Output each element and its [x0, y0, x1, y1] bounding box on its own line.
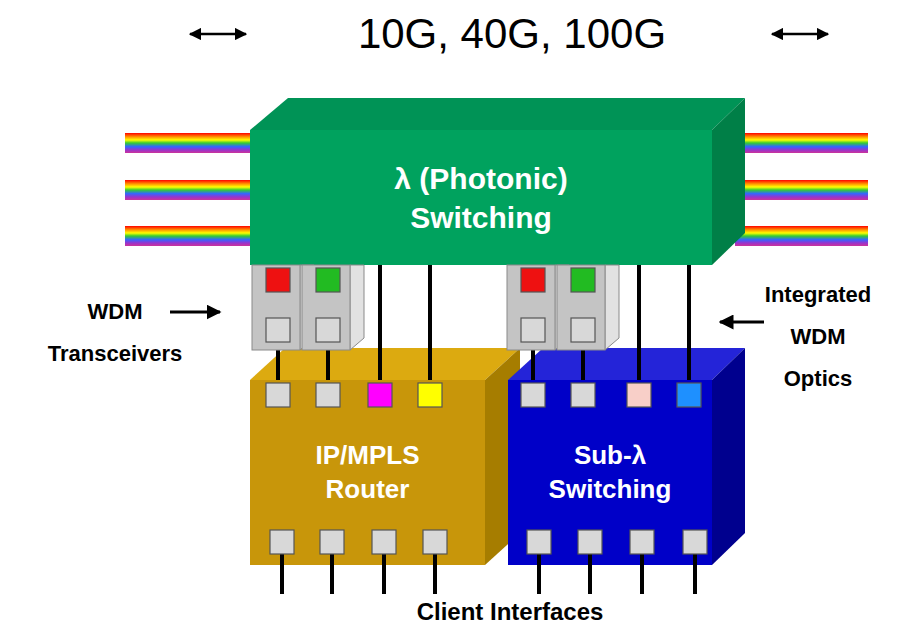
fiber-band — [125, 133, 260, 153]
fiber-connector — [326, 265, 330, 380]
label-box: WDM Transceivers — [48, 291, 183, 375]
pointer-arrow — [170, 311, 220, 314]
photonic-switch-box: λ (Photonic) Switching — [250, 130, 712, 265]
port — [316, 318, 340, 342]
title-arrow — [772, 33, 828, 36]
wdm-transceivers — [252, 265, 619, 350]
wdm-port — [521, 268, 545, 292]
port — [266, 318, 290, 342]
fiber-band — [735, 180, 868, 200]
port — [571, 318, 595, 342]
fiber-connector — [276, 265, 280, 380]
fiber-band — [125, 180, 260, 200]
fiber-band — [735, 226, 868, 246]
fiber-band — [125, 226, 260, 246]
annotation-label: Client Interfaces — [417, 597, 604, 627]
transceiver-side — [350, 265, 364, 350]
fiber-connector — [378, 265, 382, 380]
title-box: 10G, 40G, 100G — [358, 9, 666, 59]
pointer-arrow — [720, 321, 764, 324]
fiber-connector — [581, 265, 585, 380]
router-box: IP/MPLS Router — [250, 380, 485, 565]
title-arrow — [190, 33, 246, 36]
fiber-band — [735, 133, 868, 153]
box-label: λ (Photonic) Switching — [361, 159, 601, 237]
transceiver-side — [555, 265, 569, 350]
fiber-connector — [428, 265, 432, 380]
box-top-face — [250, 98, 745, 130]
box-side-face — [712, 348, 745, 565]
label-box: Client Interfaces — [417, 597, 604, 627]
box-label: IP/MPLS Router — [315, 439, 419, 507]
transceiver-side — [605, 265, 619, 350]
wdm-port — [571, 268, 595, 292]
label-box: Integrated WDM Optics — [765, 274, 871, 400]
box-label: Sub-λ Switching — [549, 439, 672, 507]
transceiver-module — [557, 265, 605, 350]
wdm-port — [266, 268, 290, 292]
box-top-face — [508, 348, 745, 380]
title: 10G, 40G, 100G — [358, 9, 666, 59]
box-side-face — [712, 98, 745, 265]
annotation-label: Integrated WDM Optics — [765, 274, 871, 400]
transceiver-module — [252, 265, 300, 350]
transceiver-module — [507, 265, 555, 350]
transceiver-side — [300, 265, 314, 350]
annotation-label: WDM Transceivers — [48, 291, 183, 375]
transceiver-module — [302, 265, 350, 350]
fiber-connector — [637, 265, 641, 380]
wdm-port — [316, 268, 340, 292]
box-top-face — [250, 348, 520, 380]
sub-lambda-box: Sub-λ Switching — [508, 380, 712, 565]
fiber-connector — [687, 265, 691, 380]
port — [521, 318, 545, 342]
fiber-connector — [531, 265, 535, 380]
